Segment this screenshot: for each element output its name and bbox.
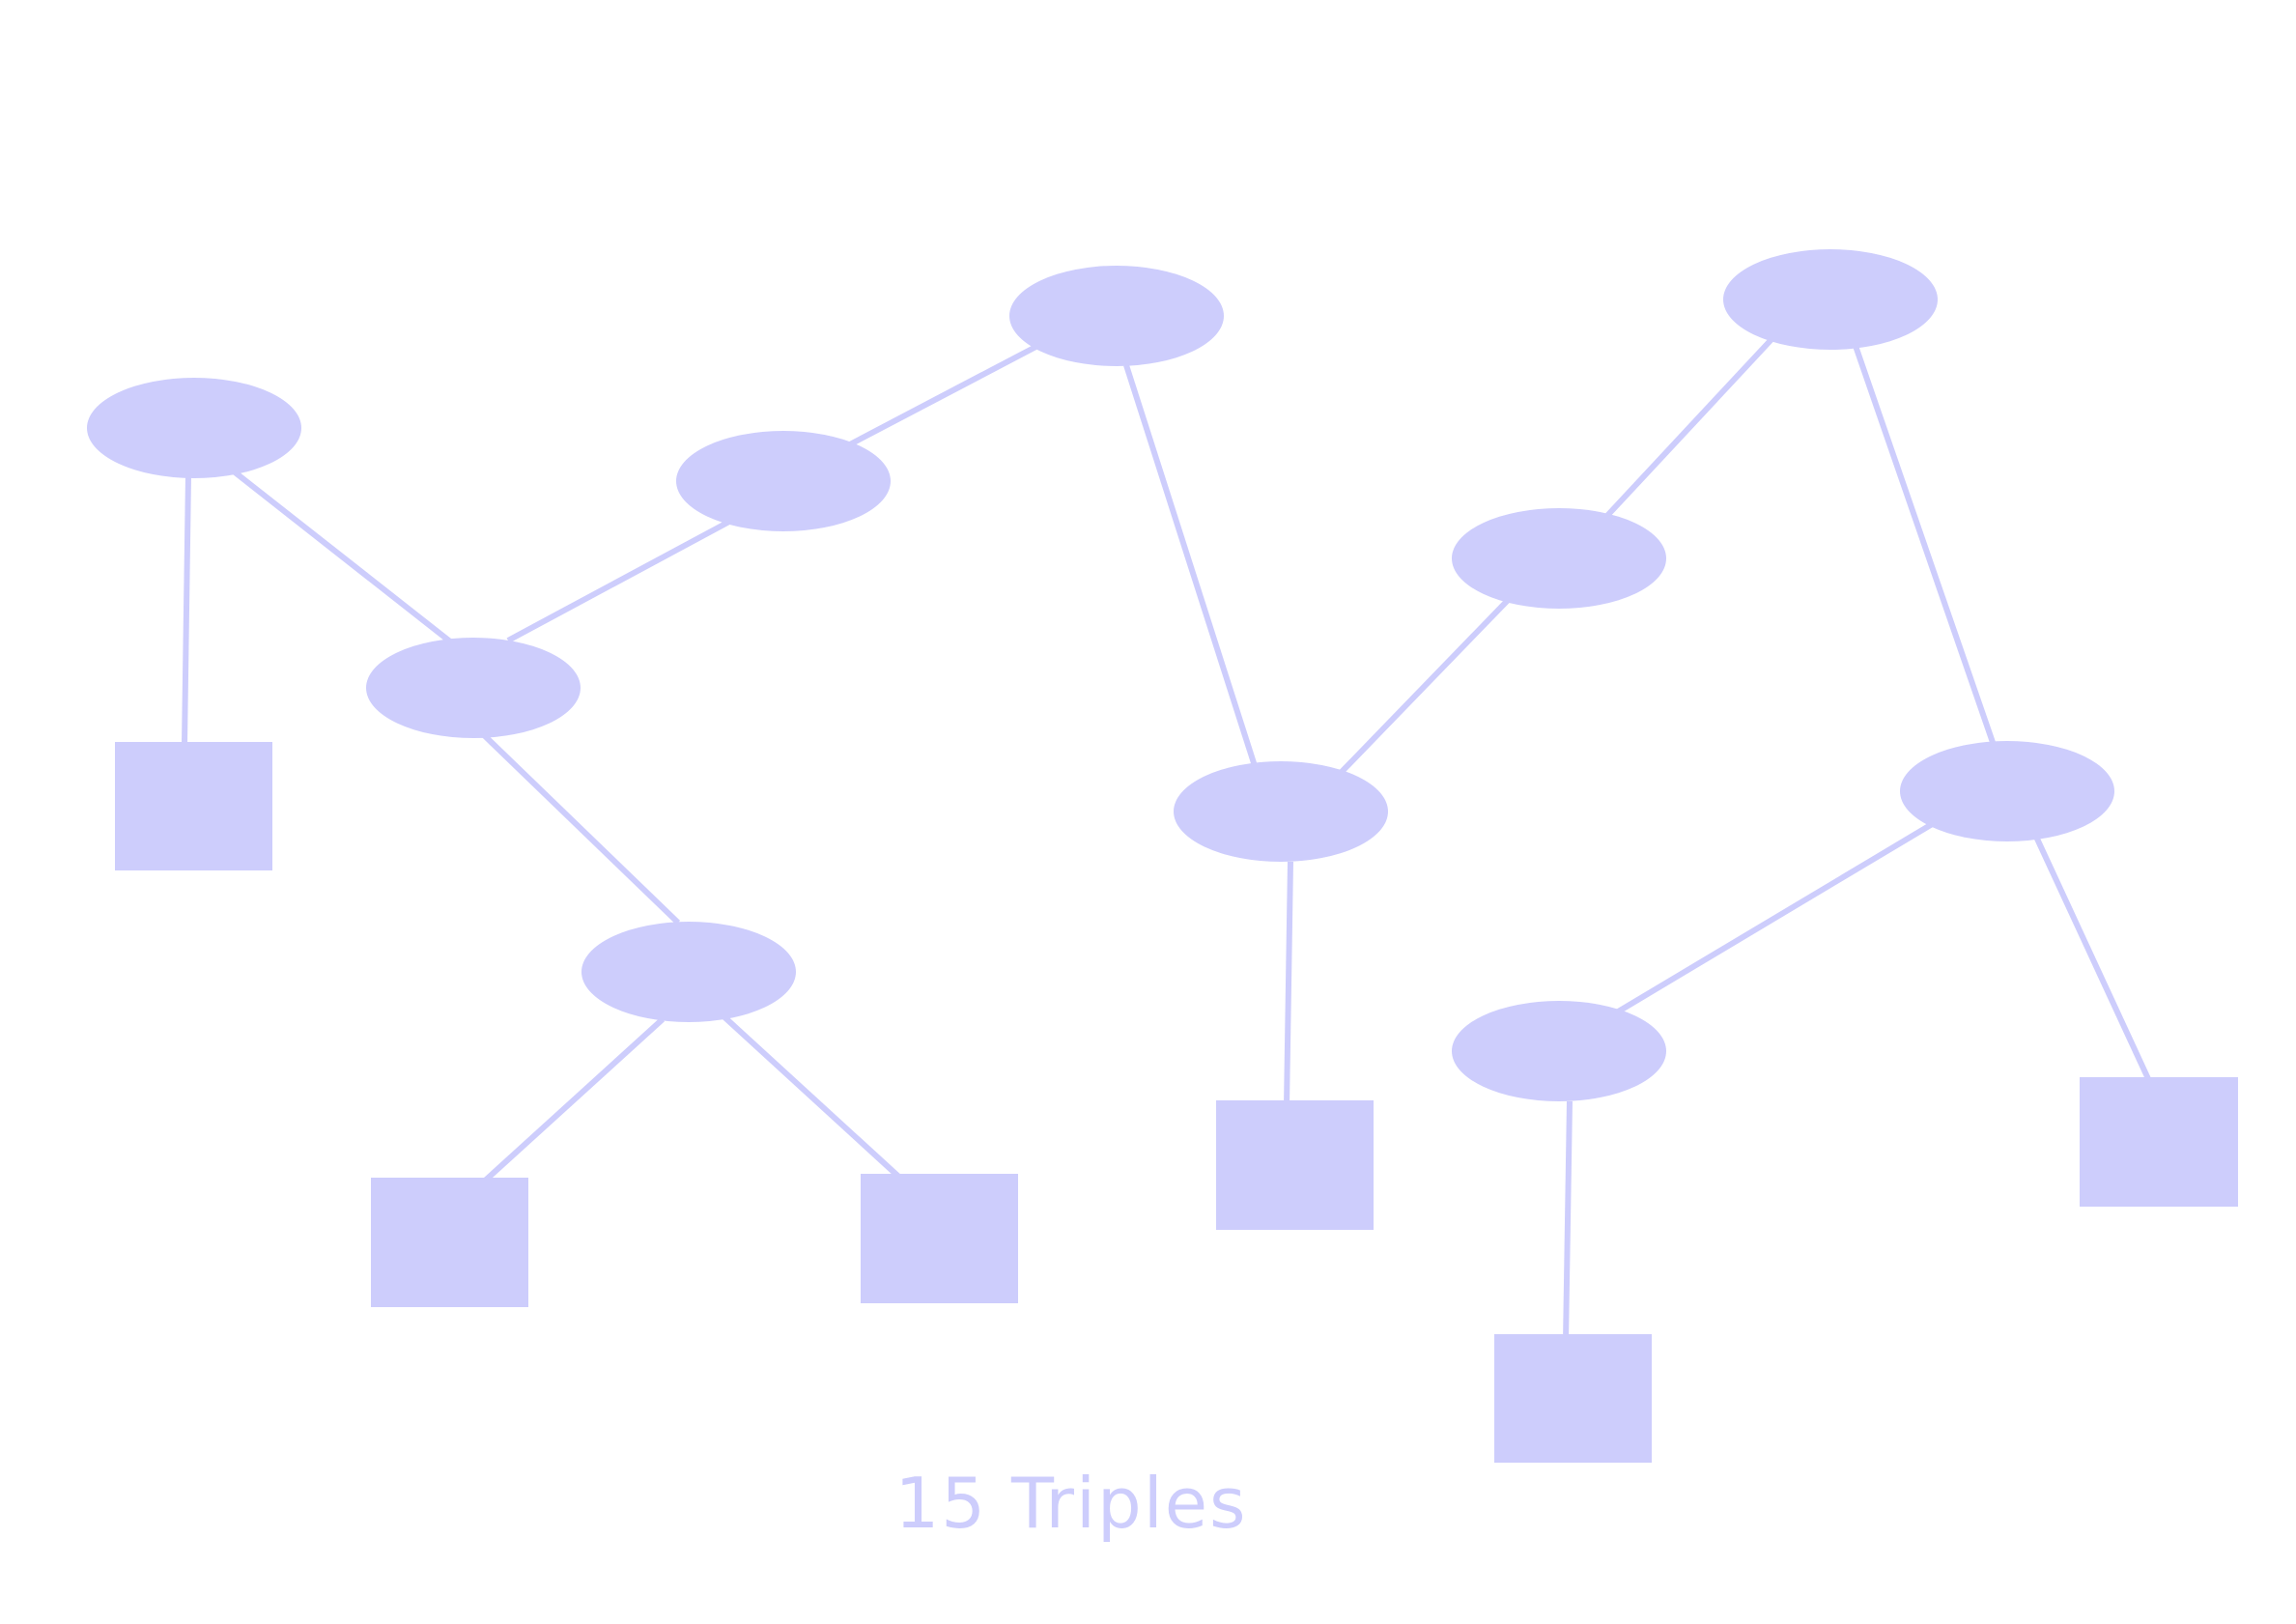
- graph-nodes: [87, 249, 2238, 1463]
- edge-r2-r3: [506, 513, 742, 643]
- resource-node[interactable]: [1174, 761, 1388, 862]
- edge-r2-r5: [480, 731, 681, 926]
- literal-node[interactable]: [115, 742, 272, 870]
- resource-node[interactable]: [1452, 508, 1666, 609]
- resource-node[interactable]: [87, 378, 301, 478]
- resource-node[interactable]: [1723, 249, 1938, 350]
- edge-r10-l5: [1563, 1100, 1573, 1343]
- edge-r7-r8: [1601, 332, 1778, 523]
- edge-r6-r7: [1336, 588, 1519, 778]
- resource-node[interactable]: [366, 638, 581, 738]
- edge-r9-r10: [1603, 820, 1936, 1022]
- edge-r5-l2: [480, 1016, 666, 1185]
- edge-r4-r6: [1123, 364, 1259, 770]
- edge-r6-l4: [1284, 861, 1293, 1107]
- literal-node[interactable]: [371, 1178, 528, 1307]
- edge-r1-l1: [182, 474, 191, 745]
- edge-r9-l6: [2033, 835, 2159, 1097]
- graph-edges: [182, 332, 2159, 1343]
- literal-node[interactable]: [1216, 1100, 1374, 1230]
- literal-node[interactable]: [861, 1174, 1018, 1303]
- resource-node[interactable]: [1452, 1001, 1666, 1101]
- resource-node[interactable]: [1900, 741, 2114, 841]
- resource-node[interactable]: [581, 922, 796, 1022]
- edge-r1-r2: [232, 469, 452, 644]
- edge-r3-r4: [848, 340, 1045, 447]
- literal-node[interactable]: [1494, 1334, 1652, 1463]
- resource-node[interactable]: [1009, 266, 1224, 366]
- resource-node[interactable]: [676, 431, 891, 531]
- edge-r8-r9: [1853, 345, 1999, 755]
- triple-count-caption: 15 Triples: [894, 1463, 1248, 1544]
- edge-r5-l3: [720, 1012, 907, 1184]
- literal-node[interactable]: [2080, 1077, 2238, 1207]
